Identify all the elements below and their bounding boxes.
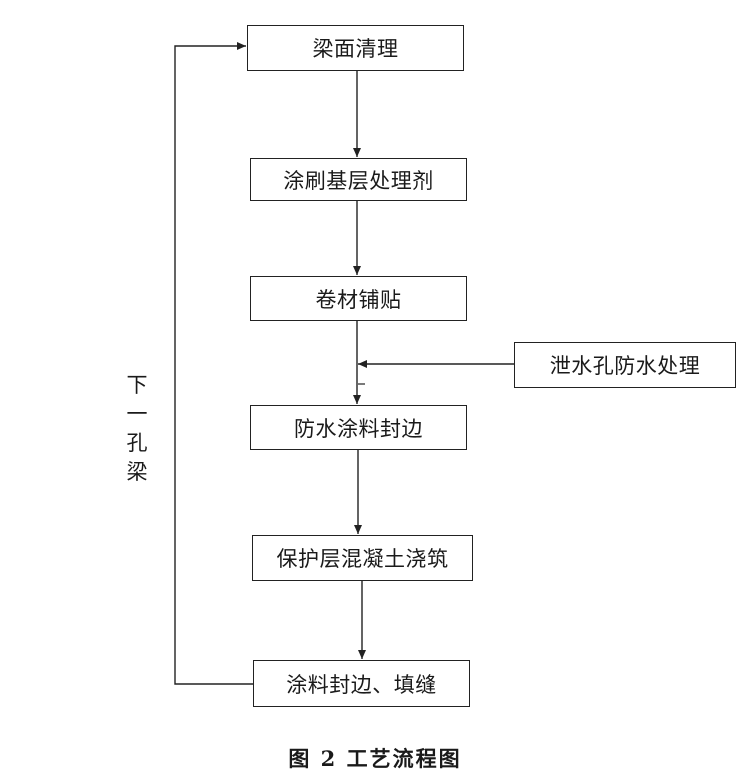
side-step-label: 泄水孔防水处理 <box>549 354 701 378</box>
step-box-1: 梁面清理 <box>247 25 464 71</box>
step-label-5: 保护层混凝土浇筑 <box>276 547 449 571</box>
step-label-2: 涂刷基层处理剂 <box>283 168 434 193</box>
side-step-box: 泄水孔防水处理 <box>514 342 736 388</box>
step-box-3: 卷材铺贴 <box>250 276 467 321</box>
loop-label-char-1: 下 <box>126 373 148 397</box>
step-label-1: 梁面清理 <box>312 37 399 61</box>
loop-back-line <box>174 42 253 685</box>
loop-label-char-3: 孔 <box>126 431 148 455</box>
figure-caption: 图 2 工艺流程图 <box>288 746 462 771</box>
step-box-5: 保护层混凝土浇筑 <box>252 535 473 581</box>
step-box-2: 涂刷基层处理剂 <box>250 158 467 201</box>
loop-label-char-4: 梁 <box>126 460 148 484</box>
loop-label-char-2: 一 <box>126 402 148 426</box>
step-label-3: 卷材铺贴 <box>315 287 402 312</box>
step-label-6: 涂料封边、填缝 <box>286 672 437 697</box>
step-box-4: 防水涂料封边 <box>250 405 467 450</box>
step-box-6: 涂料封边、填缝 <box>253 660 470 707</box>
step-label-4: 防水涂料封边 <box>294 416 423 441</box>
loop-label: 下 一 孔 梁 <box>120 371 154 487</box>
